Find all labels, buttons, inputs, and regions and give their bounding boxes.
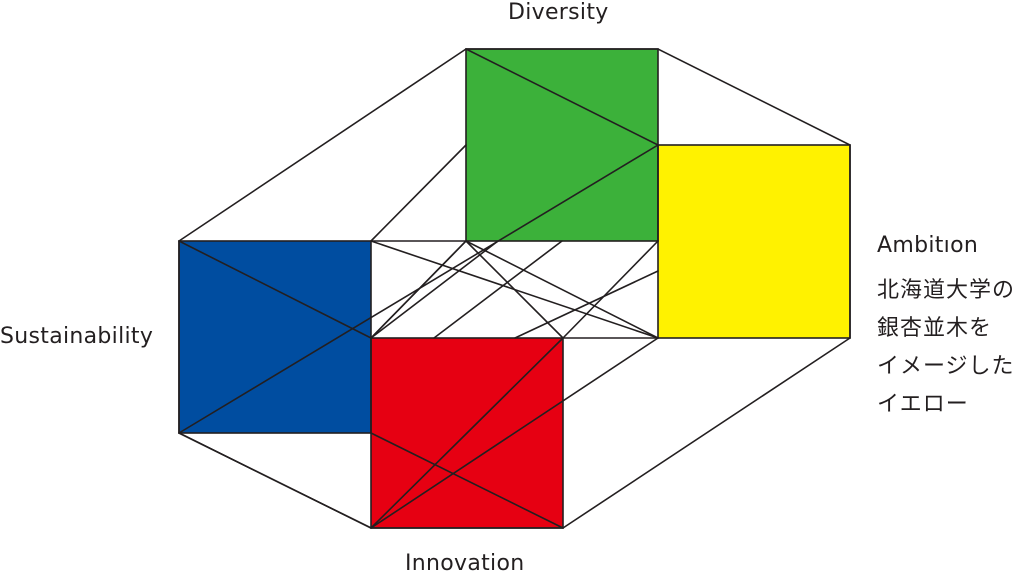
green-diagonal xyxy=(465,48,659,146)
blue-diagonal xyxy=(178,240,372,339)
blue-square xyxy=(179,241,371,433)
inner-line-4 xyxy=(433,240,563,339)
red-diagonal-a xyxy=(370,432,564,529)
long-diagonal-yellow-to-red xyxy=(370,337,659,529)
diversity-label: Diversity xyxy=(508,0,609,25)
description-line: イメージした xyxy=(877,354,1015,379)
inner-line-12 xyxy=(465,240,564,339)
yellow-square xyxy=(658,145,850,338)
inner-line-6 xyxy=(465,240,659,339)
ambition-description: 北海道大学の 銀杏並木を イメージした イエロー xyxy=(877,272,1015,424)
inner-line-1 xyxy=(370,144,467,242)
wireframe-lines xyxy=(178,48,851,529)
red-diagonal-b xyxy=(370,337,564,529)
inner-line-8 xyxy=(514,270,659,339)
green-square xyxy=(466,49,658,241)
inner-line-11 xyxy=(370,240,467,339)
ambition-label: Ambitıon xyxy=(877,233,979,258)
sustainability-label: Sustainability xyxy=(0,324,154,349)
long-diagonal-blue-to-red xyxy=(178,432,372,529)
description-line: イエロー xyxy=(877,392,969,417)
description-line: 北海道大学の xyxy=(877,278,1016,303)
description-line: 銀杏並木を xyxy=(877,316,993,341)
innovation-label: Innovation xyxy=(405,551,525,576)
inner-line-3 xyxy=(370,240,499,339)
inner-line-7 xyxy=(562,240,659,339)
